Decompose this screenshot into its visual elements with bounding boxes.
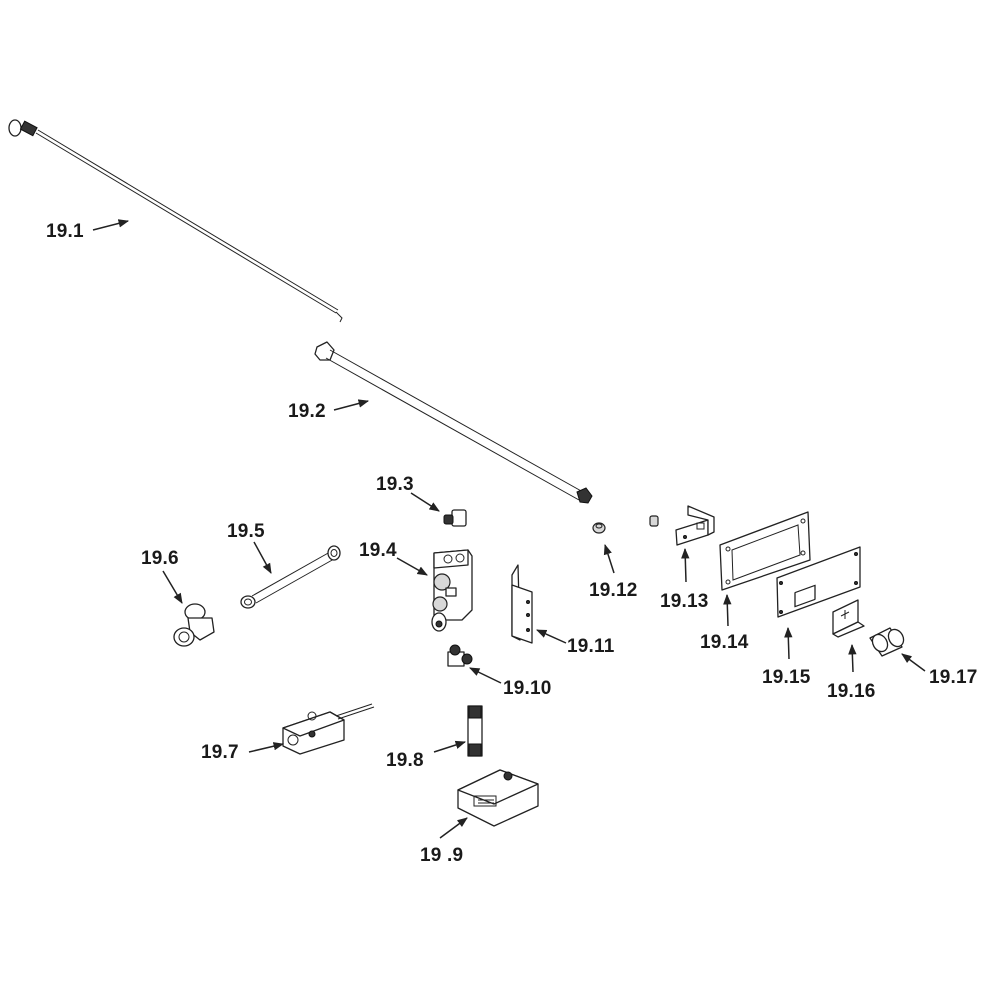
label-19-6: 19.6 (141, 548, 179, 569)
leader-19-15 (784, 626, 793, 660)
part-19-14-frame (719, 511, 811, 591)
part-19-3-elbow (443, 509, 467, 527)
leader-19-17 (901, 653, 926, 672)
part-19-12-bushing (592, 522, 606, 534)
label-19-4: 19.4 (359, 540, 397, 561)
leader-arrows (92, 219, 926, 839)
label-19-8: 19.8 (386, 750, 424, 771)
label-19-12: 19.12 (589, 580, 638, 601)
leader-19-16 (848, 643, 857, 673)
leader-19-7 (248, 742, 285, 753)
label-19-9: 19 .9 (420, 845, 464, 866)
label-19-3: 19.3 (376, 474, 414, 495)
part-19-9-control-module (457, 769, 539, 827)
label-19-2: 19.2 (288, 401, 326, 422)
label-19-13: 19.13 (660, 591, 709, 612)
leader-19-1 (92, 219, 130, 231)
leader-19-6 (162, 570, 183, 604)
leader-19-4 (396, 557, 428, 576)
leader-19-3 (410, 492, 440, 512)
part-19-7-battery-holder (282, 703, 375, 755)
part-19-10-small-elbow (447, 644, 473, 667)
label-19-16: 19.16 (827, 681, 876, 702)
label-19-7: 19.7 (201, 742, 239, 763)
part-19-15-switch-plate (776, 546, 861, 618)
part-19-11-bracket (511, 564, 533, 644)
leader-19-10 (469, 667, 502, 684)
leader-19-13 (681, 547, 690, 583)
leader-19-8 (433, 740, 466, 753)
label-19-14: 19.14 (700, 632, 749, 653)
label-19-11: 19.11 (567, 636, 615, 657)
label-19-5: 19.5 (227, 521, 265, 542)
part-19-16-fan-bracket (832, 599, 865, 638)
part-19-2-tube (314, 341, 593, 504)
leader-19-11 (536, 629, 567, 644)
leader-19-9 (439, 817, 468, 839)
part-19-6-elbow-connector (173, 603, 215, 647)
leader-19-12 (603, 544, 615, 574)
part-clip (649, 515, 659, 527)
part-19-8-connector-plug (467, 705, 483, 757)
leader-19-5 (253, 541, 272, 574)
part-19-13-angled-bracket (675, 505, 715, 546)
leader-19-14 (723, 593, 732, 627)
leader-19-2 (333, 399, 370, 411)
label-19-15: 19.15 (762, 667, 811, 688)
part-19-1-rod (8, 119, 343, 323)
label-19-10: 19.10 (503, 678, 552, 699)
part-19-17-cap (869, 627, 905, 657)
label-19-17: 19.17 (929, 667, 978, 688)
part-19-5-connector-tube (240, 545, 341, 609)
part-19-4-gas-valve (431, 549, 473, 632)
label-19-1: 19.1 (46, 221, 84, 242)
